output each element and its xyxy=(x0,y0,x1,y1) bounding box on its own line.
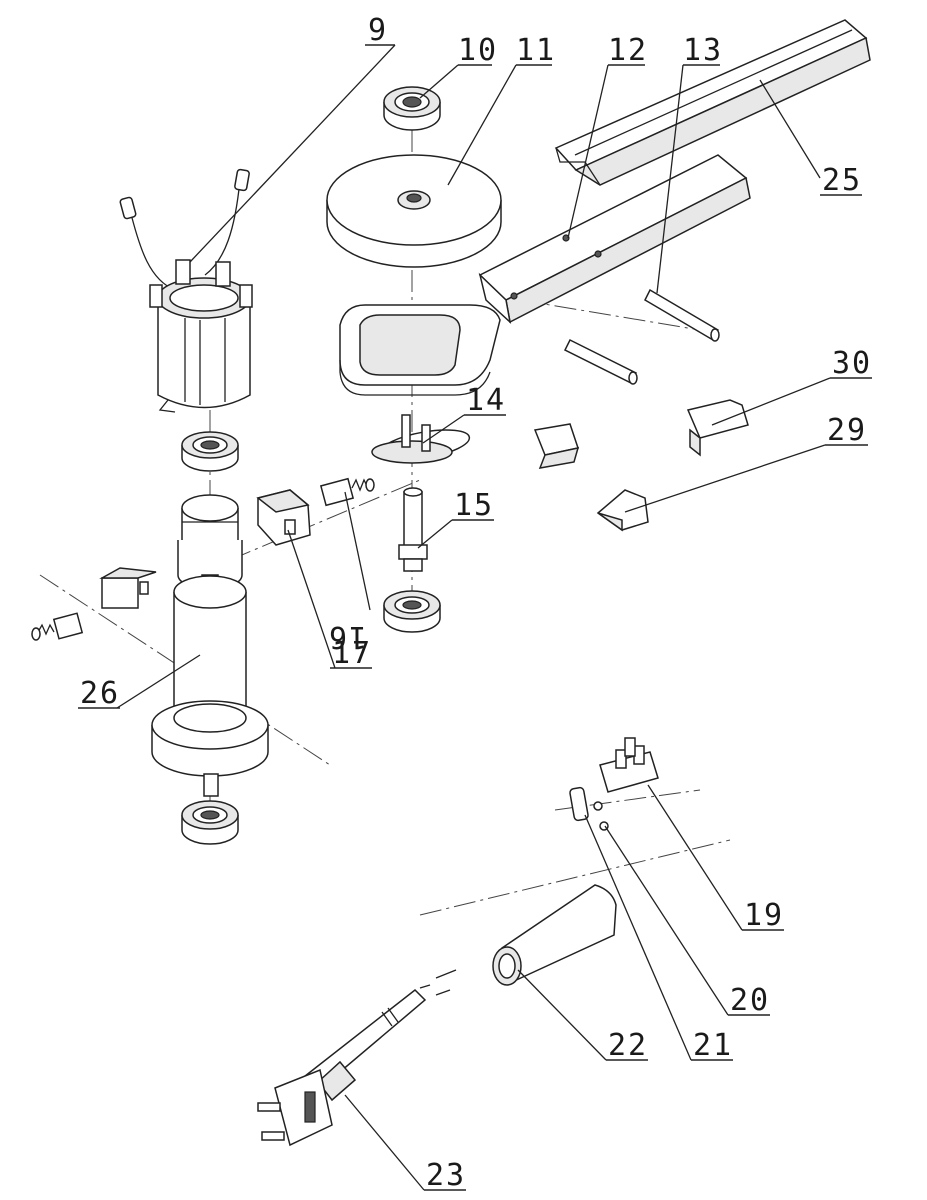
strain-relief-part xyxy=(492,884,617,986)
disc-part xyxy=(326,154,502,268)
power-cord-part xyxy=(257,969,457,1147)
pins-part xyxy=(563,288,720,385)
callout-13: 13 xyxy=(683,33,723,68)
callout-11: 11 xyxy=(516,33,556,68)
bearing-top-part xyxy=(383,86,441,131)
arm-rail-part xyxy=(339,154,751,396)
cam-plate-part xyxy=(371,414,471,464)
callout-23: 23 xyxy=(426,1158,466,1193)
top-rail-part xyxy=(554,19,871,186)
leader-lines xyxy=(116,44,831,1191)
callout-19: 19 xyxy=(744,898,784,933)
terminal-block-part xyxy=(569,737,659,831)
callout-labels: 9 10 11 12 13 25 14 15 16 17 26 30 29 19… xyxy=(80,13,872,1193)
callout-30: 30 xyxy=(832,346,872,381)
brush-holder-part xyxy=(119,168,253,413)
callout-underlines xyxy=(78,44,872,1191)
callout-15: 15 xyxy=(454,488,494,523)
callout-26: 26 xyxy=(80,676,120,711)
callout-21: 21 xyxy=(693,1028,733,1063)
callout-20: 20 xyxy=(730,983,770,1018)
callout-12: 12 xyxy=(608,33,648,68)
shaft-part xyxy=(383,487,441,633)
callout-14: 14 xyxy=(466,383,506,418)
wedge-parts xyxy=(533,399,749,532)
brush-parts xyxy=(31,477,375,641)
callout-22: 22 xyxy=(608,1028,648,1063)
motor-armature-part xyxy=(151,431,269,845)
callout-25: 25 xyxy=(822,163,862,198)
callout-29: 29 xyxy=(827,413,867,448)
callout-17: 17 xyxy=(332,636,372,671)
callout-10: 10 xyxy=(458,33,498,68)
callout-9: 9 xyxy=(368,13,388,48)
callout-16: 16 xyxy=(327,619,367,654)
